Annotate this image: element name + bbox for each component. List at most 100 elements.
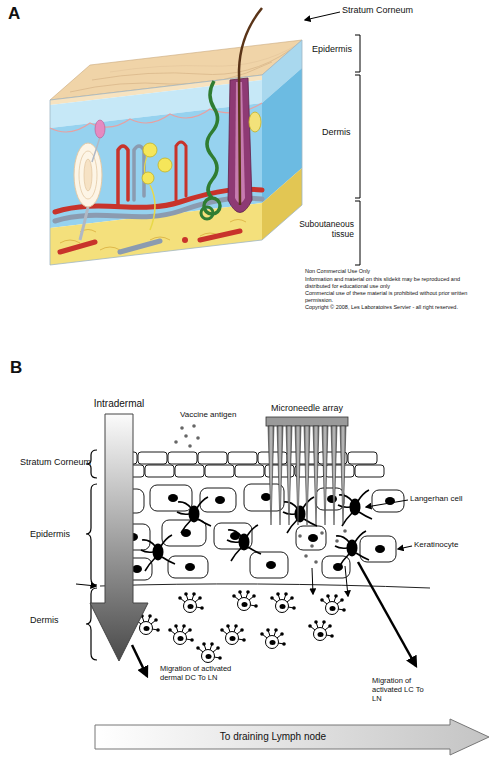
- keratinocyte: [168, 556, 208, 578]
- antigen-particle: [188, 444, 192, 448]
- blood-vessel: [200, 231, 240, 240]
- node-label: To draining Lymph node: [220, 731, 326, 743]
- keratinocyte: [296, 526, 326, 550]
- antigen-label: Vaccine antigen: [180, 410, 236, 420]
- layer-label: Dermis: [30, 615, 59, 626]
- antigen-particle: [335, 539, 339, 543]
- node-outline: [88, 398, 150, 663]
- dermal-dc: [196, 642, 222, 662]
- nerve-ending: [142, 172, 154, 184]
- hair-follicle: [228, 8, 262, 213]
- stratum-corneum-bricks: [235, 465, 264, 477]
- blood-vessel: [120, 241, 160, 252]
- antigen-particle: [174, 440, 178, 444]
- delivery-arrow-outline: [90, 414, 148, 661]
- migration-arrow: [132, 562, 416, 676]
- cell-label: Langerhan cell: [410, 494, 462, 504]
- antigen-particle: [298, 534, 302, 538]
- nerve-ending: [142, 143, 172, 230]
- keratinocyte: [150, 485, 192, 511]
- copyright-note: Copyright © 2008, Les Laboratoires Servi…: [305, 304, 480, 311]
- keratinocyte: [375, 545, 385, 553]
- skin-block: [50, 40, 302, 265]
- copyright-note: Information and material on this slideki…: [305, 276, 480, 289]
- keratinocyte: [162, 520, 206, 546]
- layer-label: Epidermis: [30, 529, 70, 540]
- panel-letter: A: [8, 4, 20, 24]
- microneedle: [340, 426, 346, 525]
- stratum-corneum-bricks: [175, 465, 204, 477]
- stratum-corneum-bricks: [325, 465, 354, 477]
- skin-block: [50, 40, 302, 265]
- stratum-corneum-bricks: [228, 452, 257, 464]
- delivery-arrow: Intradermal: [88, 398, 150, 663]
- layer-bracket: [355, 75, 360, 198]
- stratum-corneum-bricks: [145, 465, 174, 477]
- dermal-dc: [168, 624, 194, 644]
- lymph-node-arrow: To draining Lymph node: [95, 719, 490, 755]
- skin-block: [50, 203, 262, 265]
- langerhans-cell: [177, 497, 211, 533]
- sensory-corpuscle: [95, 120, 105, 138]
- layer-brace: [86, 450, 97, 660]
- leader-arrow: [305, 12, 340, 20]
- sensory-corpuscle: [84, 159, 92, 191]
- antigen-particle: [304, 554, 308, 558]
- keratinocyte: [185, 563, 195, 571]
- antigen-particle: [314, 560, 318, 564]
- hair-follicle: [249, 112, 261, 132]
- diffusion-arrow: [312, 568, 313, 594]
- antigen-particle: [196, 436, 200, 440]
- migration-arrow: [132, 645, 147, 676]
- layer-brace: [86, 588, 97, 660]
- diffusion-arrow: [312, 566, 348, 596]
- stratum-corneum-bricks: [355, 465, 384, 477]
- blood-vessel: [182, 237, 188, 243]
- langerhans-cell: [141, 535, 175, 571]
- antigen-particle: [174, 424, 347, 564]
- dermal-dc: [232, 590, 258, 610]
- leader-arrow: [366, 500, 408, 507]
- layer-bracket: [355, 35, 360, 265]
- keratinocyte: [250, 552, 288, 578]
- microneedle: [304, 426, 310, 525]
- sensory-corpuscle: [74, 120, 105, 240]
- antigen-particle: [310, 544, 314, 548]
- node-label: Microneedle array: [262, 403, 352, 414]
- dermal-dc: [270, 592, 296, 612]
- sensory-corpuscle: [74, 143, 102, 207]
- microneedle: [277, 426, 283, 525]
- keratinocyte: [168, 494, 178, 502]
- copyright-note: Non Commercial Use Only: [305, 268, 480, 275]
- node-outline: [262, 403, 352, 533]
- microneedle: [322, 426, 328, 525]
- nerve-ending: [158, 158, 172, 172]
- antigen-particle: [343, 529, 347, 533]
- stratum-corneum-bricks: [205, 465, 234, 477]
- basement-membrane: [76, 584, 96, 586]
- keratinocyte: [266, 561, 276, 569]
- dermal-dc: [308, 620, 334, 640]
- nerve-ending: [150, 185, 155, 230]
- sweat-gland: [201, 81, 220, 219]
- stratum-corneum-bricks: [138, 452, 167, 464]
- layer-label: Stratum Corneum: [20, 457, 91, 468]
- nerve-ending: [143, 143, 157, 157]
- copyright-note: Commercial use of these material is proh…: [305, 290, 480, 303]
- sweat-gland: [201, 207, 213, 219]
- layer-label: Stratum Corneum: [342, 5, 413, 16]
- stratum-corneum-bricks: [198, 452, 227, 464]
- stratum-corneum-bricks: [288, 452, 317, 464]
- microneedle: [286, 426, 292, 525]
- diffusion-arrow: [345, 566, 348, 596]
- blood-vessel: [118, 146, 128, 205]
- blood-vessel: [176, 142, 186, 200]
- dermal-dc: [220, 624, 246, 644]
- blood-vessel: [60, 242, 95, 252]
- microneedle-array: Microneedle array: [262, 403, 352, 533]
- dermal-dc: [320, 594, 346, 614]
- dermal-dc: [178, 592, 204, 612]
